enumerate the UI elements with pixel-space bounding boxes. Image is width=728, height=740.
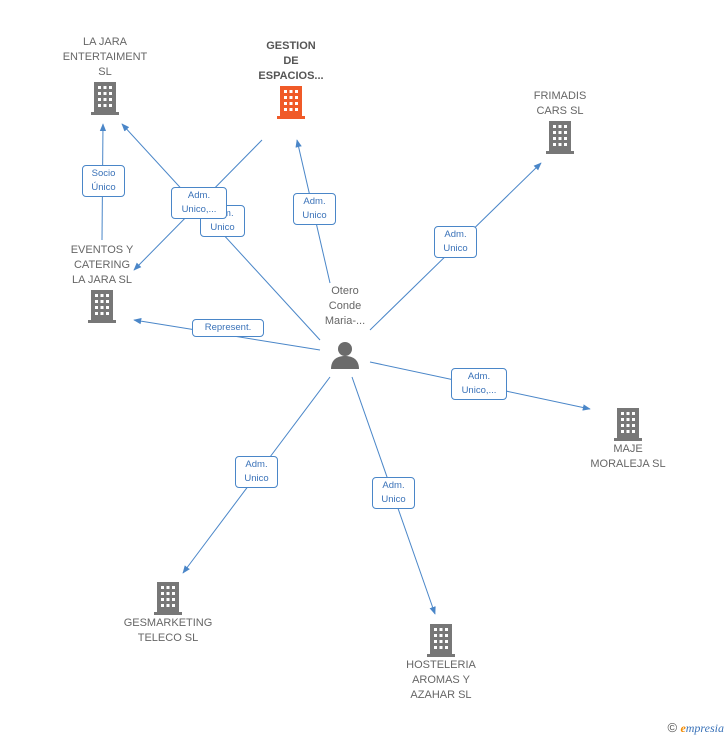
node-label: MAJE MORALEJA SL	[590, 443, 666, 470]
building-icon	[91, 82, 119, 115]
edge-label-represent[interactable]: Represent.	[192, 319, 264, 337]
node-gestion[interactable]: GESTION DE ESPACIOS...	[241, 39, 341, 120]
node-label: LA JARA ENTERTAIMENT SL	[62, 36, 148, 78]
node-eventos[interactable]: EVENTOS Y CATERING LA JARA SL	[50, 243, 154, 324]
node-label: Otero Conde Maria-...	[324, 285, 366, 327]
edge-label-adm-unico-frimadis[interactable]: Adm. Unico	[434, 226, 477, 258]
edge-label-adm-unico-gesmarketing[interactable]: Adm. Unico	[235, 456, 278, 488]
edge-label-adm-unico-gestion[interactable]: Adm. Unico	[293, 193, 336, 225]
building-icon	[546, 121, 574, 154]
footer-brand: © empresia	[668, 720, 725, 736]
building-icon	[277, 86, 305, 119]
node-hosteleria[interactable]: HOSTELERIA AROMAS Y AZAHAR SL	[386, 622, 496, 703]
edge-label-adm-unico-hosteleria[interactable]: Adm. Unico	[372, 477, 415, 509]
building-icon	[154, 582, 182, 615]
node-gesmarketing[interactable]: GESMARKETING TELECO SL	[108, 580, 228, 646]
person-icon	[331, 342, 359, 369]
brand-logo: empresia	[680, 721, 724, 735]
node-person[interactable]: Otero Conde Maria-...	[305, 284, 385, 371]
building-icon	[614, 408, 642, 441]
node-label: EVENTOS Y CATERING LA JARA SL	[70, 244, 134, 286]
edge-label-socio-unico[interactable]: Socio Único	[82, 165, 125, 197]
node-label: GESTION DE ESPACIOS...	[258, 40, 324, 82]
building-icon	[427, 624, 455, 657]
node-label: FRIMADIS CARS SL	[533, 90, 587, 117]
edge-label-adm-unico-maje[interactable]: Adm. Unico,...	[451, 368, 507, 400]
brand-rest: mpresia	[685, 721, 724, 735]
brand-initial: e	[680, 721, 686, 735]
node-label: HOSTELERIA AROMAS Y AZAHAR SL	[406, 659, 476, 701]
node-frimadis[interactable]: FRIMADIS CARS SL	[510, 89, 610, 155]
node-maje[interactable]: MAJE MORALEJA SL	[578, 406, 678, 472]
node-label: GESMARKETING TELECO SL	[123, 617, 213, 644]
building-icon	[88, 290, 116, 323]
copyright-symbol: ©	[667, 720, 678, 735]
edge-label-adm-unico-dots-a[interactable]: Adm. Unico,...	[171, 187, 227, 219]
node-lajara-entertaiment[interactable]: LA JARA ENTERTAIMENT SL	[50, 35, 160, 116]
